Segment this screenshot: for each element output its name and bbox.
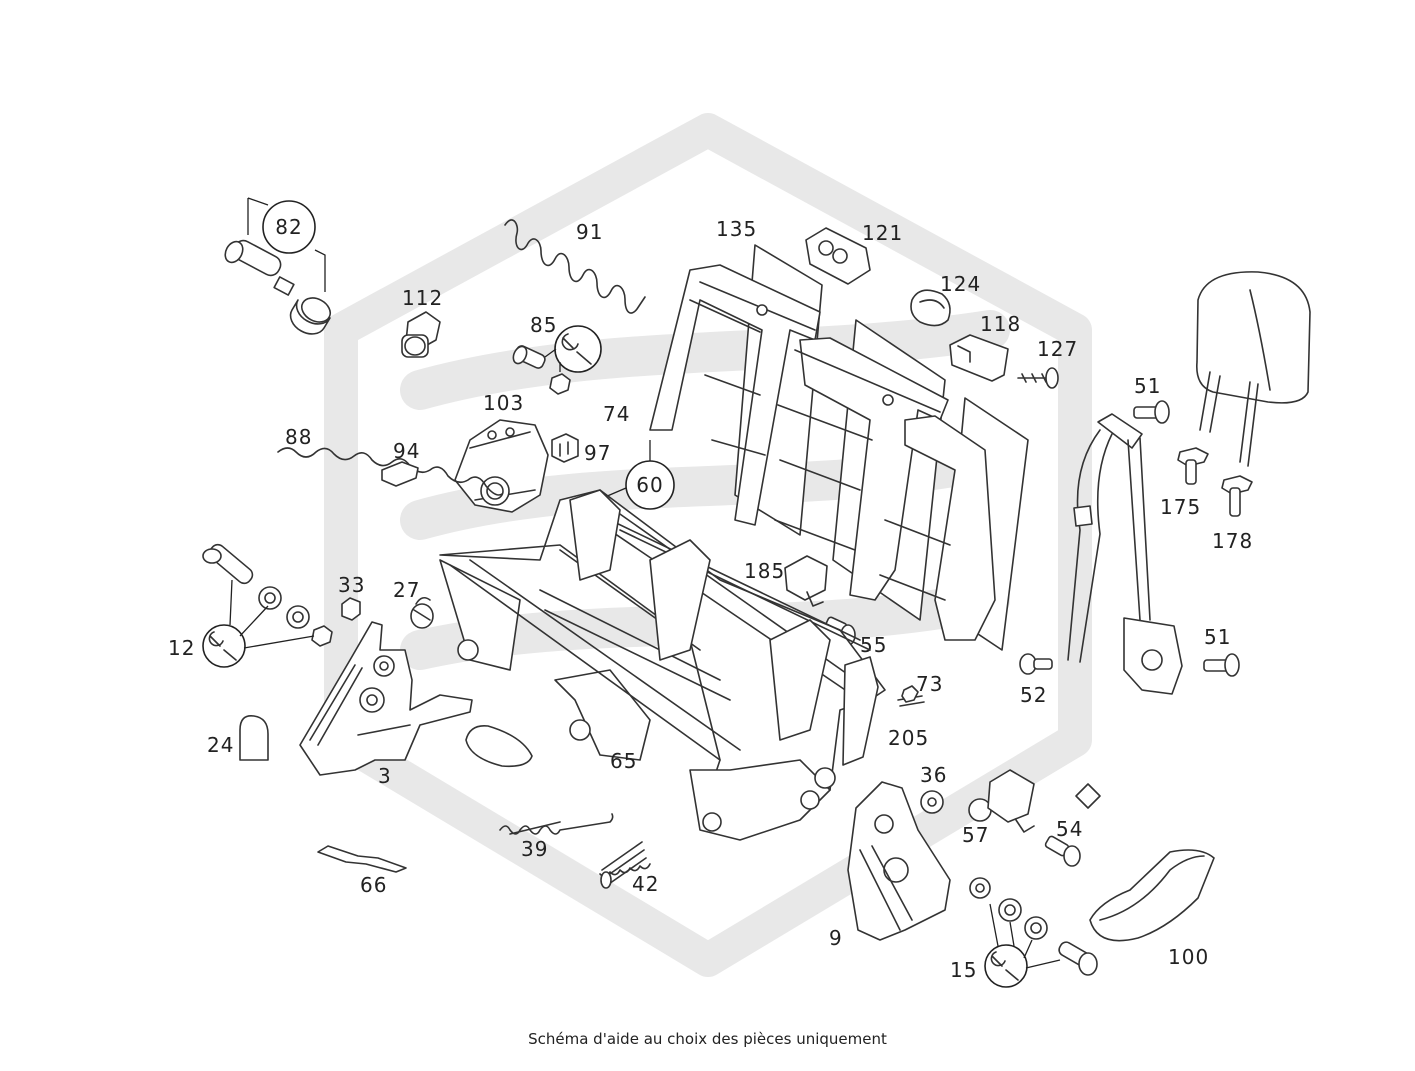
label-51-lower: 51 [1204, 625, 1231, 649]
label-55: 55 [860, 633, 887, 657]
label-15: 15 [950, 958, 977, 982]
part-185[interactable] [784, 555, 828, 607]
label-124: 124 [940, 272, 981, 296]
label-33: 33 [338, 573, 365, 597]
part-175[interactable] [1177, 447, 1209, 485]
cover-piece [465, 724, 533, 768]
part-118[interactable] [949, 334, 1009, 382]
label-178: 178 [1212, 529, 1253, 553]
part-178[interactable] [1221, 475, 1253, 517]
label-127: 127 [1037, 337, 1078, 361]
leader-85 [544, 348, 561, 372]
label-24: 24 [207, 733, 234, 757]
part-91[interactable] [504, 219, 646, 314]
label-112: 112 [402, 286, 443, 310]
part-103[interactable] [454, 419, 549, 513]
headrest [1196, 271, 1311, 467]
label-85: 85 [530, 313, 557, 337]
part-24[interactable] [239, 714, 269, 761]
label-54: 54 [1056, 817, 1083, 841]
seat-belt-assembly [1067, 413, 1183, 695]
wrench-icon [202, 624, 246, 668]
part-73[interactable] [897, 685, 925, 707]
label-97: 97 [584, 441, 611, 465]
part-127[interactable] [1017, 367, 1059, 389]
part-51-upper[interactable] [1133, 400, 1170, 424]
label-135: 135 [716, 217, 757, 241]
label-118: 118 [980, 312, 1021, 336]
label-51-upper: 51 [1134, 374, 1161, 398]
label-36: 36 [920, 763, 947, 787]
part-12[interactable] [202, 542, 333, 647]
part-33[interactable] [341, 597, 361, 621]
label-73: 73 [916, 672, 943, 696]
label-12: 12 [168, 636, 195, 660]
label-121: 121 [862, 221, 903, 245]
part-124[interactable] [910, 289, 951, 327]
leader-15 [989, 903, 1061, 969]
buckle-part [987, 769, 1035, 833]
label-205: 205 [888, 726, 929, 750]
label-27: 27 [393, 578, 420, 602]
callout-circle-82 [262, 200, 316, 254]
part-52[interactable] [1019, 653, 1053, 675]
part-51-lower[interactable] [1203, 653, 1240, 677]
wrench-icon [554, 325, 602, 373]
label-57: 57 [962, 823, 989, 847]
leader-12 [229, 579, 315, 649]
part-65[interactable] [439, 489, 886, 841]
part-94[interactable] [381, 461, 419, 487]
part-3[interactable] [299, 621, 473, 776]
label-9: 9 [829, 926, 843, 950]
label-66: 66 [360, 873, 387, 897]
label-39: 39 [521, 837, 548, 861]
label-42: 42 [632, 872, 659, 896]
small-square-part [1075, 783, 1101, 809]
label-100: 100 [1168, 945, 1209, 969]
label-52: 52 [1020, 683, 1047, 707]
label-91: 91 [576, 220, 603, 244]
part-97[interactable] [551, 433, 579, 463]
part-85[interactable] [511, 344, 571, 395]
label-88: 88 [285, 425, 312, 449]
part-9[interactable] [847, 781, 951, 941]
label-60: 60 [636, 473, 663, 497]
label-82: 82 [275, 215, 302, 239]
label-94: 94 [393, 439, 420, 463]
label-65: 65 [610, 749, 637, 773]
part-15[interactable] [969, 877, 1098, 976]
part-135[interactable] [649, 244, 1029, 651]
wrench-icon [984, 944, 1028, 988]
label-103: 103 [483, 391, 524, 415]
part-42[interactable] [599, 841, 651, 889]
part-112[interactable] [401, 311, 441, 358]
part-82[interactable] [222, 197, 335, 335]
part-36[interactable] [920, 790, 944, 814]
label-3: 3 [378, 764, 392, 788]
label-74: 74 [603, 402, 630, 426]
part-100[interactable] [1089, 849, 1215, 942]
part-27[interactable] [410, 596, 434, 629]
label-185: 185 [744, 559, 785, 583]
part-39[interactable] [499, 813, 614, 835]
label-175: 175 [1160, 495, 1201, 519]
caption-text: Schéma d'aide au choix des pièces unique… [528, 1030, 887, 1048]
part-66[interactable] [317, 845, 407, 873]
part-54[interactable] [1044, 835, 1081, 867]
part-121[interactable] [805, 227, 871, 285]
part-88[interactable] [277, 447, 503, 496]
